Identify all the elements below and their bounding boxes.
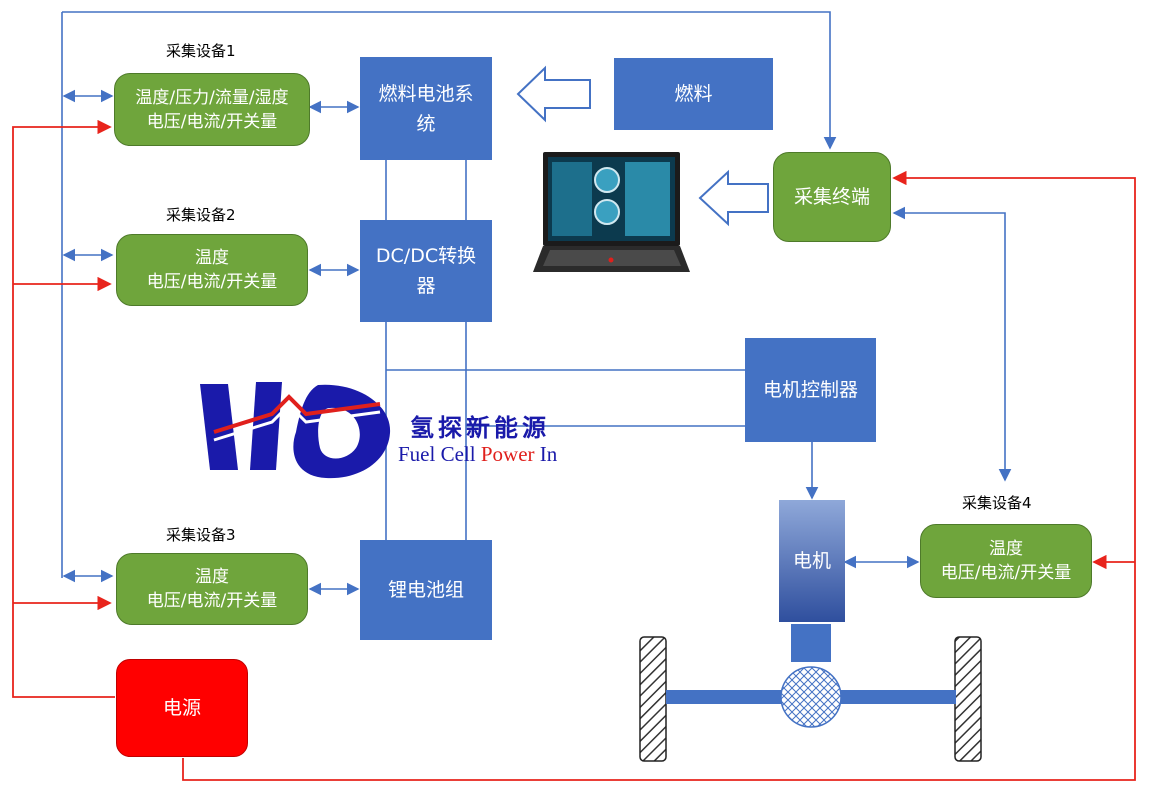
fuel-label: 燃料: [674, 83, 713, 105]
device2-label: 采集设备2: [166, 206, 236, 224]
device4-sensors: 温度 电压/电流/开关量: [940, 539, 1072, 583]
power-box: 电源: [116, 659, 248, 757]
device1-box: 温度/压力/流量/湿度 电压/电流/开关量: [114, 73, 310, 146]
battery-label: 锂电池组: [387, 579, 464, 601]
device2-box: 温度 电压/电流/开关量: [116, 234, 308, 306]
power-label: 电源: [162, 697, 201, 719]
device1-label: 采集设备1: [166, 42, 236, 60]
device1-sensors: 温度/压力/流量/湿度 电压/电流/开关量: [135, 87, 289, 132]
logo-en-part2: Power: [480, 442, 535, 466]
motor-controller-label: 电机控制器: [762, 379, 858, 401]
laptop-icon: [533, 152, 690, 272]
hollow-arrow-icon: [516, 65, 769, 227]
device4-box: 温度 电压/电流/开关量: [920, 524, 1092, 598]
red-power-lines: [12, 119, 1136, 781]
fuel-box: 燃料: [614, 58, 773, 130]
terminal-box: 采集终端: [773, 152, 891, 242]
wheel-icon: [639, 636, 982, 762]
dcdc-label: DC/DC转换 器: [375, 245, 477, 297]
logo-en-part1: Fuel Cell: [398, 442, 481, 466]
fuel-cell-label: 燃料电池系 统: [378, 82, 474, 135]
motor-box: 电机: [779, 500, 845, 622]
motor-controller-box: 电机控制器: [745, 338, 876, 442]
logo-en-text: Fuel Cell Power In: [398, 442, 557, 467]
device3-sensors: 温度 电压/电流/开关量: [146, 567, 278, 611]
terminal-label: 采集终端: [793, 186, 870, 208]
ho-logo-icon: [200, 382, 391, 479]
device4-label: 采集设备4: [962, 494, 1032, 512]
device2-sensors: 温度 电压/电流/开关量: [146, 248, 278, 292]
logo-en-part3: In: [534, 442, 558, 466]
device3-box: 温度 电压/电流/开关量: [116, 553, 308, 625]
gear-hub-icon: [780, 624, 842, 728]
fuel-cell-box: 燃料电池系 统: [360, 57, 492, 160]
dcdc-box: DC/DC转换 器: [360, 220, 492, 322]
device3-label: 采集设备3: [166, 526, 236, 544]
logo-cn-text: 氢探新能源: [410, 414, 550, 442]
motor-label: 电机: [792, 550, 831, 572]
battery-box: 锂电池组: [360, 540, 492, 640]
blue-bus-lines: [61, 11, 1012, 596]
